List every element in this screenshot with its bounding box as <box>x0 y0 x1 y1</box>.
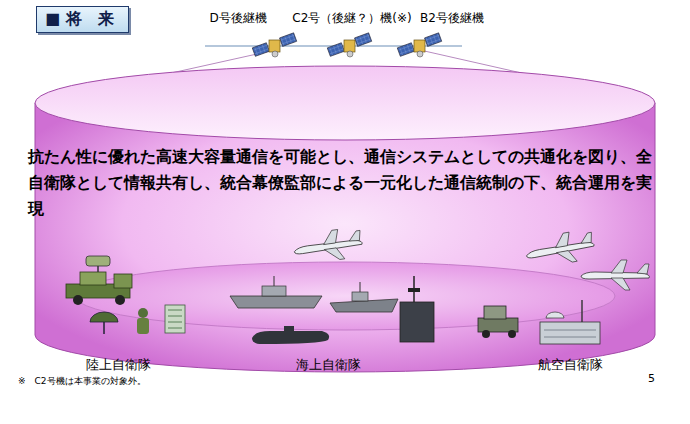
footnote: ※ C2号機は本事業の対象外。 <box>18 375 146 388</box>
body-text: 抗たん性に優れた高速大容量通信を可能とし、通信システムとしての共通化を図り、全自… <box>28 144 666 222</box>
satellite-label: C2号（後継？）機(※) <box>292 10 411 27</box>
page-number: 5 <box>648 372 655 385</box>
satellite-label: D号後継機 <box>209 10 266 27</box>
header-box: ■ 将 来 <box>36 6 129 33</box>
satellite-label: B2号後継機 <box>420 10 484 27</box>
force-label: 海上自衛隊 <box>296 356 361 374</box>
force-label: 陸上自衛隊 <box>86 356 151 374</box>
heading: ■ 将 来 <box>45 9 114 28</box>
cylinder-text-region: 抗たん性に優れた高速大容量通信を可能とし、通信システムとしての共通化を図り、全自… <box>26 142 668 224</box>
force-label: 航空自衛隊 <box>538 356 603 374</box>
